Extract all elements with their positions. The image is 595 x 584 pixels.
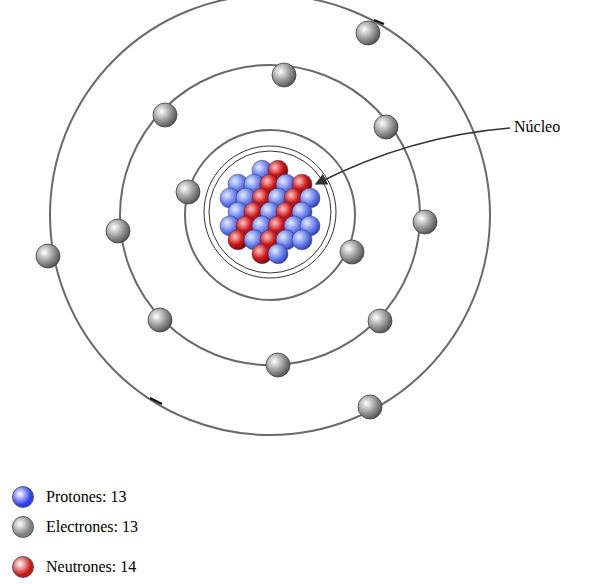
legend-entry: Protones: 13 [12, 485, 92, 509]
nucleus [220, 160, 320, 264]
electron [356, 21, 380, 45]
electron-shells [50, 0, 490, 435]
electron [148, 308, 172, 332]
electron [266, 353, 290, 377]
electron [272, 63, 296, 87]
electron [153, 103, 177, 127]
electron [413, 210, 437, 234]
electron [36, 244, 60, 268]
legend-text: Electrones: 13 [46, 518, 138, 536]
nucleon [292, 230, 312, 250]
leader-arrow [316, 128, 510, 184]
electron [358, 395, 382, 419]
electron [374, 115, 398, 139]
legend-swatch [12, 516, 34, 538]
legend-text: Protones: 13 [46, 488, 126, 506]
nucleon [268, 244, 288, 264]
legend-swatch [12, 486, 34, 508]
legend-entry: Electrones: 13 [12, 515, 104, 539]
electron [340, 240, 364, 264]
electron [176, 180, 200, 204]
legend-text: Neutrones: 14 [46, 558, 136, 576]
legend-entry: Neutrones: 14 [12, 555, 102, 579]
electron [368, 309, 392, 333]
part-label: Núcleo [514, 118, 560, 136]
electron [106, 219, 130, 243]
legend-swatch [12, 556, 34, 578]
electrons [36, 21, 437, 419]
